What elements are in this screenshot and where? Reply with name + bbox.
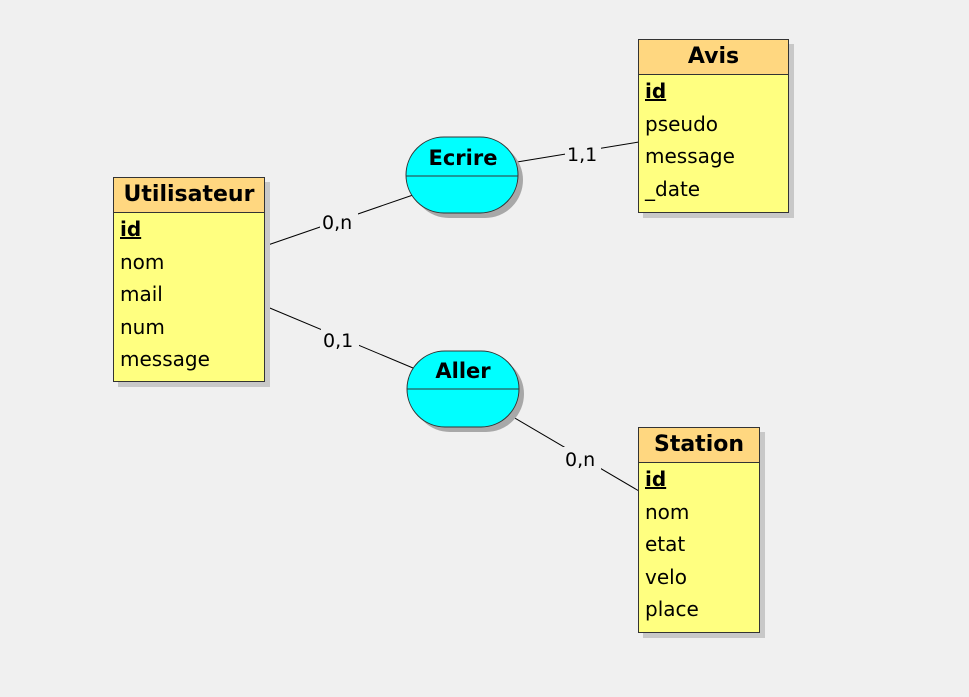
attribute-date: _date xyxy=(645,176,701,201)
attribute-nom: nom xyxy=(120,249,165,274)
relation-shape xyxy=(405,136,519,214)
attribute-place: place xyxy=(645,597,699,621)
attribute-etat: etat xyxy=(645,532,686,556)
attribute-num: num xyxy=(120,314,165,339)
card-bg xyxy=(321,327,359,351)
entity-avis[interactable]: Avis id pseudo message _date xyxy=(638,39,789,213)
attribute-id: id xyxy=(645,79,667,103)
attribute-velo: velo xyxy=(645,564,687,589)
relation-aller[interactable]: Aller xyxy=(406,350,524,432)
entity-title: Utilisateur xyxy=(114,178,264,213)
cardinality-aller-station: 0,n xyxy=(565,449,595,471)
attribute-id: id xyxy=(120,217,142,241)
cardinality-ecrire-avis: 1,1 xyxy=(567,144,597,166)
attribute-nom: nom xyxy=(645,499,690,524)
relation-ecrire[interactable]: Ecrire xyxy=(405,136,523,218)
entity-utilisateur[interactable]: Utilisateur id nom mail num message xyxy=(113,177,265,382)
entity-title: Station xyxy=(639,428,759,463)
card-bg xyxy=(565,141,601,165)
cardinality-utilisateur-aller: 0,1 xyxy=(323,330,353,352)
attribute-pseudo: pseudo xyxy=(645,111,719,136)
attribute-id: id xyxy=(645,467,667,491)
attribute-message: message xyxy=(120,347,210,371)
card-bg xyxy=(320,209,358,233)
card-bg xyxy=(563,447,601,471)
entity-title: Avis xyxy=(639,40,788,75)
entity-station[interactable]: Station id nom etat velo place xyxy=(638,427,760,633)
attribute-mail: mail xyxy=(120,282,163,306)
relation-ecrire-label: Ecrire xyxy=(429,146,498,170)
relation-aller-label: Aller xyxy=(435,359,491,383)
attribute-message: message xyxy=(645,144,735,168)
cardinality-utilisateur-ecrire: 0,n xyxy=(322,212,352,234)
